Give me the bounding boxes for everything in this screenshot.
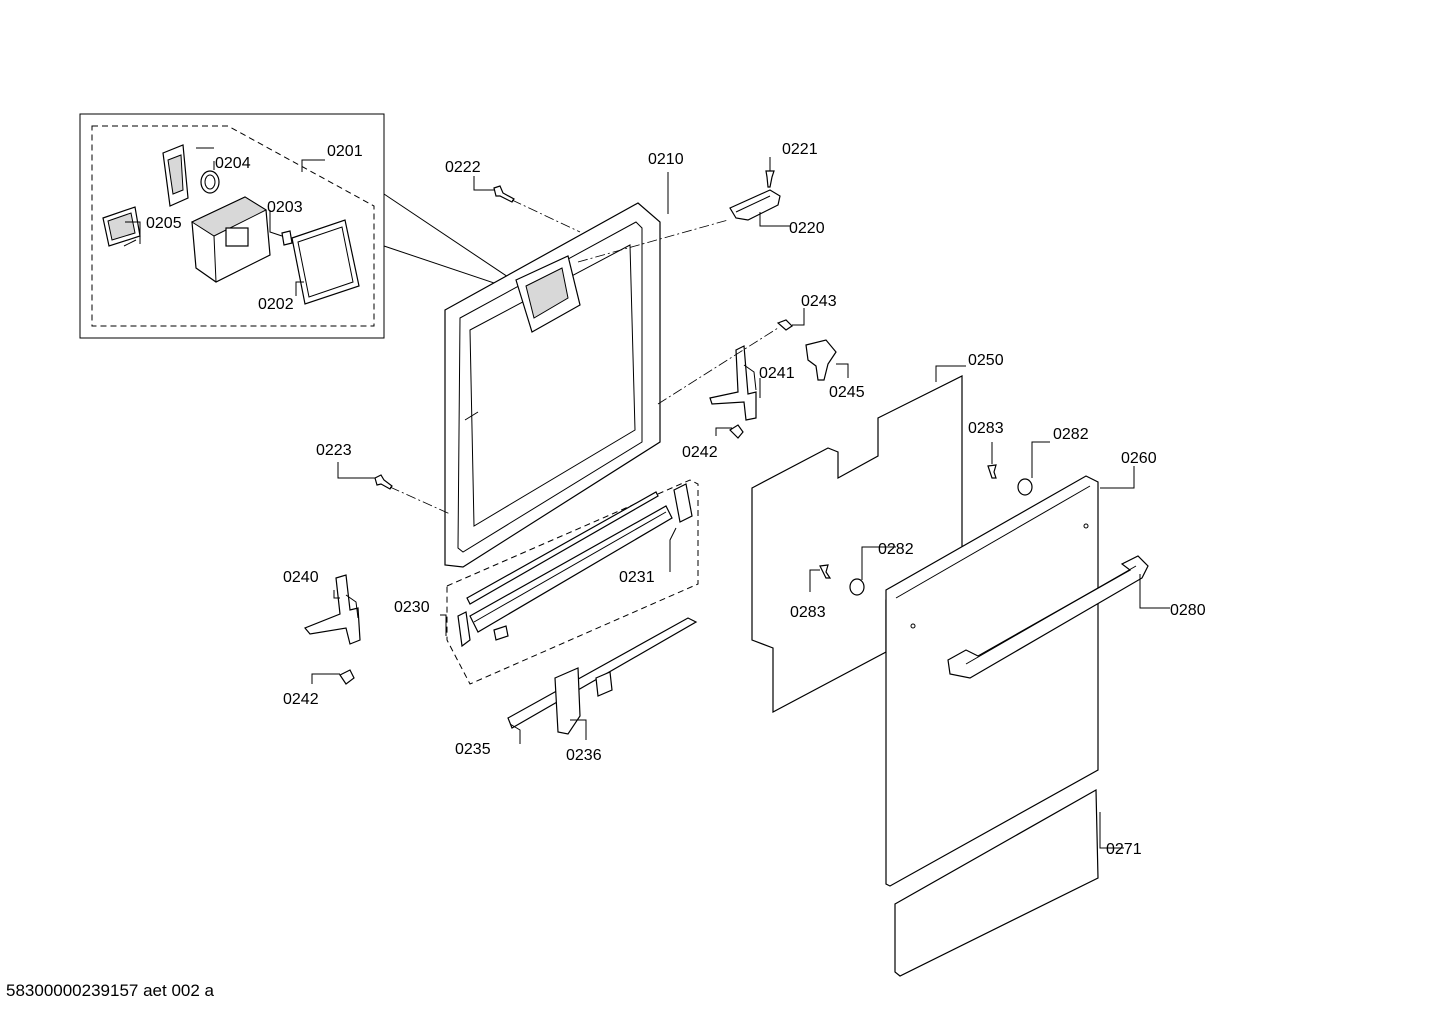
callout-0205[interactable]: 0205 — [146, 215, 182, 232]
callout-0236[interactable]: 0236 — [566, 747, 602, 764]
document-id: 58300000239157 aet 002 a — [6, 981, 214, 1000]
part-0283-screw-upper[interactable] — [987, 464, 997, 479]
callout-0221[interactable]: 0221 — [782, 141, 818, 158]
part-0204-seal-clip[interactable] — [162, 144, 220, 207]
part-0210-inner-door[interactable] — [444, 202, 661, 568]
part-0260-door[interactable] — [885, 475, 1099, 887]
part-0220-bracket[interactable] — [729, 189, 781, 221]
part-0242-clip-upper[interactable] — [729, 424, 744, 439]
callout-0242-upper[interactable]: 0242 — [682, 444, 718, 461]
callout-0283-upper[interactable]: 0283 — [968, 420, 1004, 437]
callout-0243[interactable]: 0243 — [801, 293, 837, 310]
callout-0242-lower[interactable]: 0242 — [283, 691, 319, 708]
callout-0283-lower[interactable]: 0283 — [790, 604, 826, 621]
part-0243-screw[interactable] — [776, 319, 793, 331]
part-0205-cover[interactable] — [102, 206, 141, 247]
callout-0222[interactable]: 0222 — [445, 159, 481, 176]
callout-0235[interactable]: 0235 — [455, 741, 491, 758]
callout-0250[interactable]: 0250 — [968, 352, 1004, 369]
callout-0280[interactable]: 0280 — [1170, 602, 1206, 619]
callout-0202[interactable]: 0202 — [258, 296, 294, 313]
assembly-lines — [389, 199, 779, 515]
callout-0271[interactable]: 0271 — [1106, 841, 1142, 858]
callout-0282-lower[interactable]: 0282 — [878, 541, 914, 558]
callout-0240[interactable]: 0240 — [283, 569, 319, 586]
part-0202-gasket[interactable] — [291, 219, 360, 305]
callout-0204[interactable]: 0204 — [215, 155, 251, 172]
part-0245-actuator[interactable] — [805, 339, 837, 381]
callout-0210[interactable]: 0210 — [648, 151, 684, 168]
callout-0282-upper[interactable]: 0282 — [1053, 426, 1089, 443]
callout-0230[interactable]: 0230 — [394, 599, 430, 616]
part-0282-bumper-upper[interactable] — [1017, 478, 1033, 496]
callout-0220[interactable]: 0220 — [789, 220, 825, 237]
callout-0231[interactable]: 0231 — [619, 569, 655, 586]
callout-0245[interactable]: 0245 — [829, 384, 865, 401]
callout-0241[interactable]: 0241 — [759, 365, 795, 382]
part-0280-handle[interactable] — [947, 555, 1149, 679]
part-0242-clip-lower[interactable] — [339, 669, 355, 685]
part-0222-screw[interactable] — [493, 185, 515, 203]
part-0282-bumper-lower[interactable] — [849, 578, 865, 596]
detail-inset — [79, 113, 521, 339]
part-0250-panel[interactable] — [751, 375, 963, 713]
callout-0203[interactable]: 0203 — [267, 199, 303, 216]
callout-0260[interactable]: 0260 — [1121, 450, 1157, 467]
part-0271-kick-plate[interactable] — [894, 788, 1099, 977]
part-0283-screw-lower[interactable] — [819, 564, 832, 579]
part-0203-knob[interactable] — [281, 230, 293, 246]
part-0241-hinge[interactable] — [709, 345, 757, 421]
callout-labels: 0201 0202 0203 0204 0205 0210 0220 0221 … — [146, 141, 1206, 858]
callout-0201[interactable]: 0201 — [327, 143, 363, 160]
part-0240-hinge[interactable] — [304, 574, 361, 645]
part-0221-screw[interactable] — [765, 170, 775, 188]
part-0230-rail-assembly[interactable] — [446, 479, 699, 685]
callout-0223[interactable]: 0223 — [316, 442, 352, 459]
part-0223-screw[interactable] — [374, 474, 393, 490]
part-dispenser-module[interactable] — [190, 196, 271, 283]
leader-lines — [125, 147, 1170, 849]
part-0235-strut[interactable] — [507, 617, 698, 735]
